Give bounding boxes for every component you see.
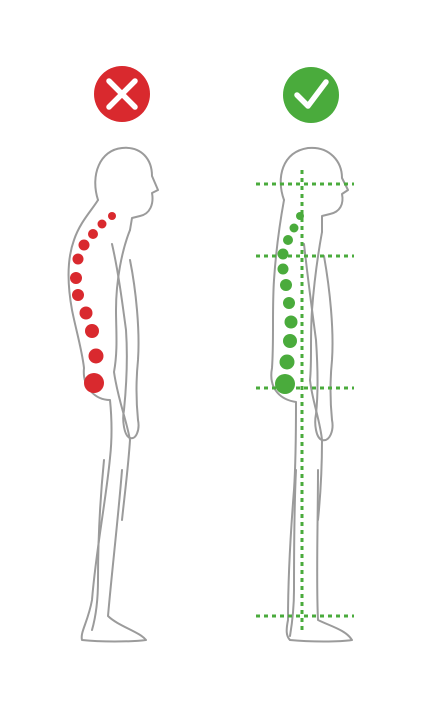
alignment-guides [256,170,354,632]
curved-spine [70,212,116,393]
upright-back [270,199,353,643]
aligned-spine [275,212,304,394]
spine-vertebra [88,348,104,364]
slouched-figure [67,146,159,643]
check-mark [294,79,329,109]
upright-front [309,231,323,521]
spine-vertebra [78,239,90,251]
spine-vertebra [283,235,293,245]
spine-vertebra [79,306,93,320]
spine-vertebra [108,212,116,220]
spine-vertebra [277,248,289,260]
slouched-arm [111,243,140,440]
spine-vertebra [289,223,299,233]
spine-vertebra [84,373,104,393]
spine-vertebra [97,219,107,229]
spine-vertebra [284,315,298,329]
slouched-head [94,146,159,231]
spine-vertebra [72,289,84,301]
spine-vertebra [280,279,292,291]
slouched-back [67,199,147,643]
upright-leg [289,469,297,637]
spine-vertebra [70,272,82,284]
spine-vertebra [275,374,295,394]
correct-posture-panel [256,67,354,643]
spine-vertebra [85,324,99,338]
spine-vertebra [296,212,304,220]
spine-vertebra [279,354,295,370]
check-icon [283,67,339,123]
spine-vertebra [283,297,295,309]
incorrect-posture-panel [67,66,159,643]
slouched-leg [91,459,105,631]
upright-figure [270,146,353,643]
upright-arm [303,243,334,442]
cross-icon [94,66,150,122]
spine-vertebra [72,253,84,265]
cross-mark [106,78,138,110]
spine-vertebra [283,334,297,348]
spine-vertebra [277,263,289,275]
spine-vertebra [88,229,98,239]
check-badge [283,67,339,123]
upright-head [279,146,349,233]
